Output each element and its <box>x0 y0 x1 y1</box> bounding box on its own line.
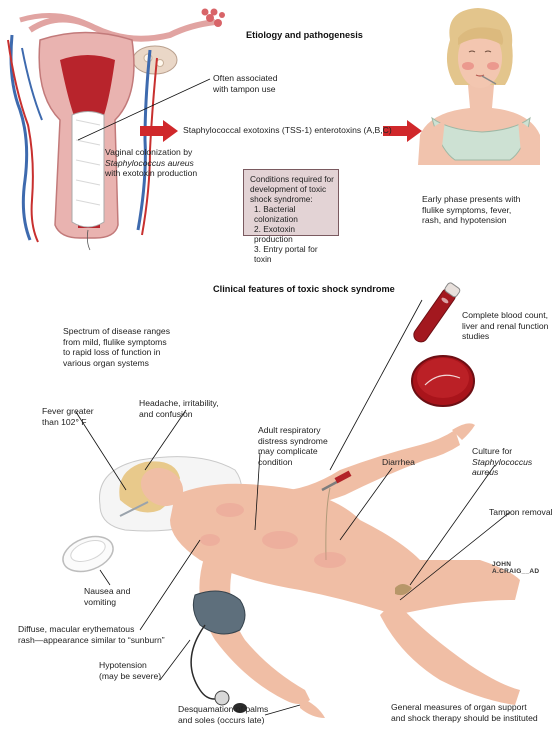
exotoxins-label: Staphylococcal exotoxins (TSS-1) enterot… <box>183 125 392 135</box>
condition-item: 2. Exotoxin production <box>254 224 296 244</box>
culture-label: Culture for Staphylococcus aureus <box>472 446 560 478</box>
arrow-to-symptoms <box>383 120 422 142</box>
spectrum-label: Spectrum of disease ranges from mild, fl… <box>63 326 171 368</box>
reclining-patient-illustration <box>62 423 520 718</box>
culture-label-organism: Staphylococcus aureus <box>472 456 533 478</box>
early-phase-label: Early phase presents with flulike sympto… <box>422 194 521 225</box>
headache-label: Headache, irritability, and confusion <box>139 398 219 419</box>
pathway-arrows <box>140 120 422 142</box>
hypotension-label: Hypotension (may be severe) <box>99 660 162 681</box>
condition-item: 1. Bacterial colonization <box>254 204 298 224</box>
blood-count-label: Complete blood count, liver and renal fu… <box>462 310 549 341</box>
fever-label: Fever greater than 102° F <box>42 406 94 427</box>
rash-label: Diffuse, macular erythematous rash—appea… <box>18 624 165 645</box>
conditions-heading: Conditions required for development of t… <box>250 174 334 204</box>
clinical-title: Clinical features of toxic shock syndrom… <box>213 284 395 294</box>
early-phase-woman-illustration <box>418 8 540 165</box>
etiology-title: Etiology and pathogenesis <box>246 30 363 40</box>
petri-dish-illustration <box>411 355 475 407</box>
vaginal-label-organism: Staphylococcus aureus <box>105 157 194 168</box>
uterus-anatomy-illustration <box>7 8 225 251</box>
general-measures-label: General measures of organ support and sh… <box>391 702 538 723</box>
leader-lines <box>75 78 511 716</box>
condition-item: 3. Entry portal for toxin <box>254 244 318 264</box>
nausea-label: Nausea and vomiting <box>84 586 131 607</box>
artist-signature: JOHN A.CRAIG__AD <box>492 561 540 575</box>
arrow-to-exotoxins <box>140 120 178 142</box>
tampon-removal-label: Tampon removal <box>489 507 553 517</box>
ards-label: Adult respiratory distress syndrome may … <box>258 425 328 467</box>
diarrhea-label: Diarrhea <box>382 457 415 467</box>
desquamation-label: Desquamation of palms and soles (occurs … <box>178 704 269 725</box>
vaginal-colonization-label: Vaginal colonization by Staphylococcus a… <box>105 147 197 179</box>
culture-label-line1: Culture for <box>472 446 513 456</box>
vaginal-label-line3: with exotoxin production <box>105 168 198 178</box>
tampon-label: Often associated with tampon use <box>213 73 278 94</box>
vaginal-label-line1: Vaginal colonization by <box>105 147 193 157</box>
conditions-box: Conditions required for development of t… <box>243 169 339 264</box>
blood-tube-illustration <box>413 282 461 343</box>
